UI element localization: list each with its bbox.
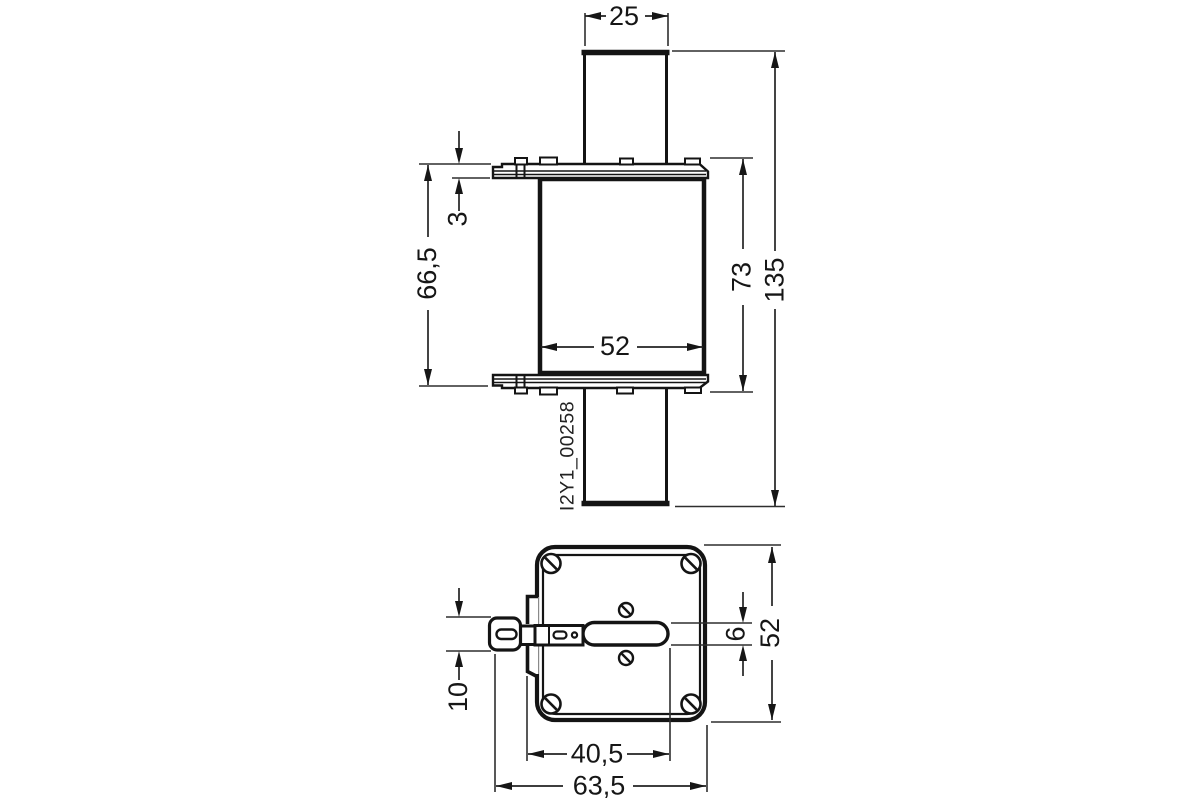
dim-slot-width: 6 — [671, 592, 752, 676]
screw-bottom-right — [680, 693, 702, 715]
indicator-box — [533, 624, 585, 647]
part-number-label: I2Y1_00258 — [557, 401, 579, 511]
dim-label-flange-thickness: 3 — [443, 211, 473, 226]
dim-blade-width: 25 — [584, 1, 669, 46]
dim-label-body-height: 66,5 — [412, 247, 442, 300]
dim-notch-to-slot: 40,5 — [526, 648, 671, 769]
dim-flange-thickness: 3 — [443, 131, 490, 227]
dim-label-body-width: 52 — [600, 331, 630, 361]
dim-overall-height: 135 — [672, 50, 790, 508]
fuse-blade-top — [581, 49, 670, 170]
fuse-body — [537, 176, 707, 376]
dim-overall-width: 63,5 — [494, 654, 708, 800]
corner-screws — [540, 552, 702, 715]
dim-label-base-size: 52 — [755, 618, 785, 648]
dim-label-overall-width: 63,5 — [573, 771, 626, 800]
screw-center-bottom — [617, 649, 635, 667]
front-view: I2Y1_00258 25 135 — [412, 1, 790, 511]
dim-label-overall-height: 135 — [760, 257, 790, 302]
screw-top-left — [540, 552, 562, 575]
dim-flange-span: 73 — [710, 157, 757, 393]
grip-lug — [487, 616, 537, 652]
center-screws — [617, 601, 635, 667]
dim-lug-height: 10 — [443, 588, 491, 712]
dim-label-slot-width: 6 — [721, 626, 751, 641]
fuse-blade-bottom — [581, 382, 670, 507]
dim-label-lug-height: 10 — [443, 682, 473, 712]
screw-center-top — [617, 601, 635, 619]
bottom-view: 52 6 10 — [443, 544, 785, 800]
top-flange — [491, 156, 710, 180]
bottom-flange — [491, 373, 710, 396]
dim-label-notch-to-slot: 40,5 — [571, 739, 624, 769]
screw-bottom-left — [540, 693, 562, 715]
dim-body-height: 66,5 — [412, 163, 491, 387]
dim-base-size: 52 — [704, 544, 785, 723]
dim-body-width: 52 — [541, 331, 703, 361]
screw-top-right — [680, 552, 702, 575]
blade-slot — [581, 620, 670, 647]
dim-label-blade-width: 25 — [609, 1, 639, 31]
dim-label-flange-span: 73 — [727, 262, 757, 292]
